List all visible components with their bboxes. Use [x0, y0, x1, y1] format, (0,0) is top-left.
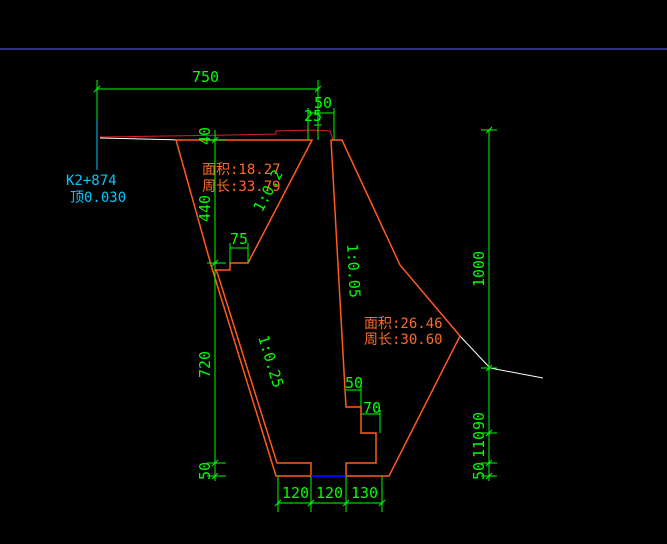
- right-perimeter-label: 周长:30.60: [364, 332, 443, 348]
- left-perimeter-label: 周长:33.79: [202, 179, 281, 195]
- dim-left-base: 50: [196, 462, 214, 480]
- right-wall-section: [330, 139, 461, 477]
- dim-step-70: 70: [363, 399, 381, 417]
- dim-bottom-b: 120: [316, 484, 343, 502]
- dimension-lines: [93, 80, 497, 512]
- dim-step-50: 50: [345, 374, 363, 392]
- right-area-label: 面积:26.46: [364, 316, 443, 332]
- ground-lines: [99, 137, 544, 379]
- dim-right-step-a: 90: [470, 412, 488, 430]
- dim-right-total: 1000: [470, 251, 488, 287]
- station-chainage: K2+874: [66, 173, 117, 189]
- dim-bottom-a: 120: [282, 484, 309, 502]
- dim-right-base: 50: [470, 462, 488, 480]
- left-area-label: 面积:18.27: [202, 162, 281, 178]
- dim-left-top: 40: [196, 127, 214, 145]
- slope-right-face: 1:0.05: [343, 243, 364, 298]
- dim-left-lower: 720: [196, 351, 214, 378]
- dim-top-width: 750: [192, 68, 219, 86]
- top-ground-profile: [99, 129, 334, 141]
- dim-right-step-b: 110: [470, 431, 488, 458]
- station-elevation: 顶0.030: [70, 190, 126, 206]
- dim-left-upper: 440: [196, 195, 214, 222]
- dim-top-offset-a: 50: [314, 94, 332, 112]
- dim-top-offset-b: 25: [304, 107, 322, 125]
- dim-step-75: 75: [230, 230, 248, 248]
- dim-bottom-c: 130: [351, 484, 378, 502]
- slope-lower-left: 1:0.25: [254, 333, 287, 390]
